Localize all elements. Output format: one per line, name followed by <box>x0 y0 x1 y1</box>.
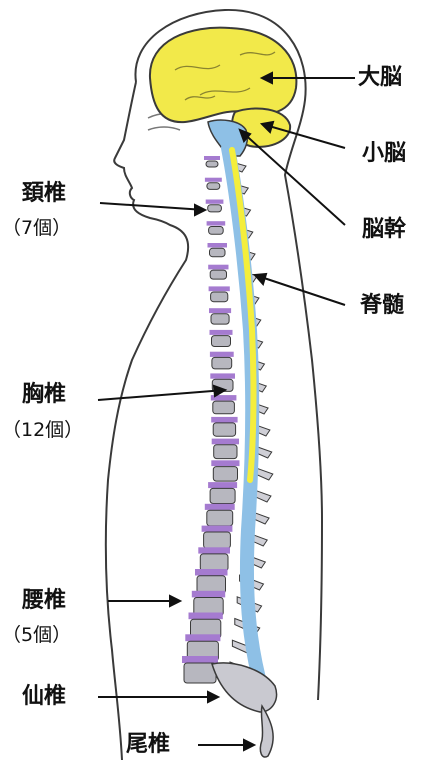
label-cervical-count: （7個） <box>2 219 71 238</box>
intervertebral-disc <box>192 591 225 598</box>
vertebral-body <box>204 532 231 548</box>
intervertebral-disc <box>207 221 226 225</box>
vertebral-body <box>210 270 226 279</box>
vertebral-body <box>209 227 224 235</box>
vertebral-body <box>214 445 237 459</box>
vertebral-body <box>212 336 231 347</box>
intervertebral-disc <box>195 569 228 576</box>
intervertebral-disc <box>198 547 230 553</box>
intervertebral-disc <box>212 439 239 445</box>
label-cervical: 頚椎 <box>22 183 66 205</box>
vertebral-body <box>213 401 235 414</box>
label-coccyx: 尾椎 <box>126 734 170 756</box>
intervertebral-disc <box>189 613 223 620</box>
intervertebral-disc <box>208 243 228 248</box>
vertebral-body <box>213 423 235 436</box>
intervertebral-disc <box>204 156 220 160</box>
intervertebral-disc <box>208 265 228 270</box>
vertebral-body <box>184 663 216 683</box>
arrow-thoracic <box>98 390 225 400</box>
vertebral-body <box>207 183 220 190</box>
face-profile <box>106 82 188 760</box>
label-thoracic-count: （12個） <box>2 421 83 440</box>
label-lumbar-count: （5個） <box>2 626 71 645</box>
intervertebral-disc <box>210 330 233 335</box>
intervertebral-disc <box>210 352 234 357</box>
vertebral-body <box>210 488 235 503</box>
label-sacrum: 仙椎 <box>22 686 66 708</box>
vertebral-body <box>213 467 237 482</box>
vertebral-body <box>211 292 228 302</box>
vertebral-body <box>210 248 226 256</box>
intervertebral-disc <box>209 286 230 291</box>
label-cerebrum: 大脳 <box>358 67 402 89</box>
intervertebral-disc <box>206 200 224 204</box>
intervertebral-disc <box>202 526 233 532</box>
vertebral-body <box>197 576 226 594</box>
intervertebral-disc <box>205 178 222 182</box>
label-cerebellum: 小脳 <box>362 143 406 165</box>
intervertebral-disc <box>208 482 237 488</box>
vertebral-body <box>206 161 218 167</box>
vertebral-body <box>212 357 232 369</box>
vertebral-body <box>211 314 229 324</box>
intervertebral-disc <box>182 656 218 663</box>
vertebral-body <box>208 205 222 212</box>
intervertebral-disc <box>185 634 220 641</box>
cerebrum-shape <box>150 28 296 123</box>
coccyx-shape <box>260 706 273 757</box>
intervertebral-disc <box>209 308 231 313</box>
vertebral-column <box>182 156 273 683</box>
label-spinal-cord: 脊髄 <box>360 295 404 317</box>
intervertebral-disc <box>205 504 235 510</box>
vertebral-body <box>200 554 228 571</box>
label-brainstem: 脳幹 <box>362 219 406 241</box>
intervertebral-disc <box>211 417 237 423</box>
intervertebral-disc <box>210 373 235 378</box>
vertebral-body <box>207 510 233 526</box>
sacrum-shape <box>212 663 277 712</box>
arrow-cervical <box>100 203 205 210</box>
arrow-spinal-cord <box>255 275 345 305</box>
label-lumbar: 腰椎 <box>22 590 66 612</box>
label-thoracic: 胸椎 <box>22 384 66 406</box>
intervertebral-disc <box>211 460 239 466</box>
